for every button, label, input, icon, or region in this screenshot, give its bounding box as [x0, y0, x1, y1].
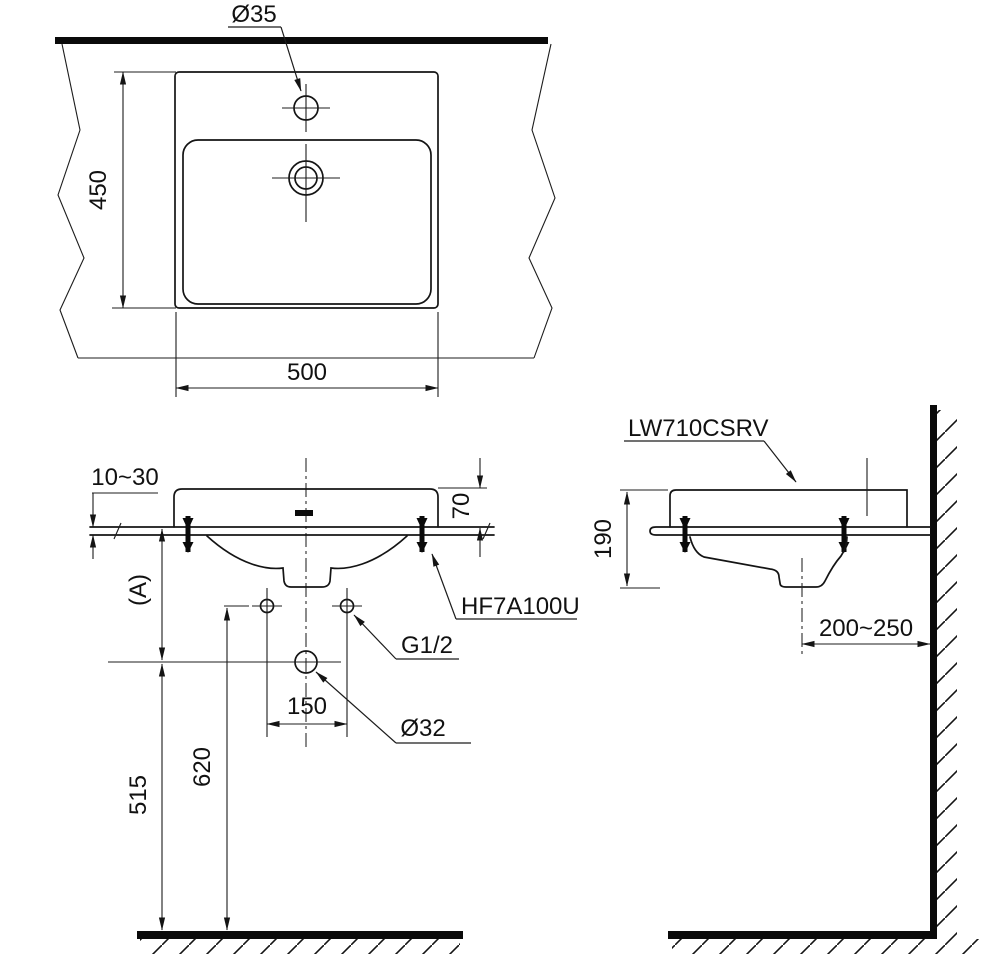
top-view: Ø35 450 500 [55, 1, 556, 397]
dim-counter-thickness: 10~30 [89, 464, 159, 559]
plan-wall-edge [55, 37, 548, 44]
faucet-hole-section-mark [295, 510, 313, 516]
dim-drain-height: 515 [125, 663, 166, 931]
dim-supply-height: 620 [189, 605, 249, 931]
callout-fixing-bracket: HF7A100U [431, 553, 580, 620]
bowl-side-profile [689, 536, 848, 588]
wall-to-drain-label: 200~250 [819, 615, 913, 642]
counter-thickness-label: 10~30 [91, 464, 158, 491]
dim-hole-spacing: 150 [266, 693, 348, 728]
callout-faucet-diameter: Ø35 [228, 1, 302, 92]
fixing-bracket-label: HF7A100U [461, 593, 580, 620]
supply-connection-label: G1/2 [401, 632, 453, 659]
dim-basin-width: 500 [175, 312, 439, 397]
callout-leader [280, 26, 302, 92]
basin-height-label: 190 [590, 519, 617, 559]
drain-diameter-label: Ø32 [400, 715, 445, 742]
dim-wall-to-drain: 200~250 [801, 615, 931, 648]
bowl-front-profile [206, 535, 408, 588]
drain-height-label: 515 [125, 775, 152, 815]
counter-break-line-right [528, 43, 556, 359]
overflow-drain-hole [272, 144, 340, 222]
rim-height-label: 70 [448, 493, 475, 520]
dim-counter-to-drain: (A) [125, 528, 166, 661]
counter-break-tick-right [482, 522, 491, 540]
callout-drain-diameter: Ø32 [315, 671, 471, 744]
basin-inner-bowl [182, 139, 432, 305]
dim-basin-depth: 450 [85, 71, 176, 309]
floor-hatch [672, 939, 982, 954]
counter-break-tick-left [113, 522, 122, 540]
floor-front [137, 931, 463, 954]
basin-width-label: 500 [287, 359, 327, 386]
callout-leader [431, 553, 457, 620]
wall-line [930, 405, 937, 939]
faucet-diameter-label: Ø35 [231, 1, 276, 28]
hole-spacing-label: 150 [287, 693, 327, 720]
basin-side-profile [669, 489, 908, 528]
front-view: 10~30 70 (A) 515 620 [89, 458, 580, 954]
counter-break-line-left [57, 43, 85, 359]
floor-line [137, 931, 463, 939]
basin-depth-label: 450 [85, 170, 112, 210]
dim-a-label: (A) [125, 574, 152, 606]
faucet-hole [282, 84, 330, 132]
callout-leader [315, 671, 397, 744]
floor-hatch [140, 939, 460, 954]
counter-side [649, 526, 931, 536]
callout-supply-connection: G1/2 [353, 614, 459, 660]
supply-hole-right [332, 588, 362, 737]
floor-side [668, 931, 982, 954]
dim-basin-height: 190 [590, 489, 668, 589]
counter-front [89, 522, 495, 540]
basin-outer-rim [174, 71, 439, 309]
wall-hatch [937, 410, 957, 939]
callout-model-code: LW710CSRV [624, 415, 797, 483]
supply-height-label: 620 [189, 747, 216, 787]
wall-side [930, 405, 957, 939]
dim-rim-above-counter: 70 [438, 458, 487, 557]
floor-line [668, 931, 937, 939]
basin-front-profile [173, 488, 439, 528]
model-code-label: LW710CSRV [628, 415, 769, 442]
callout-leader [353, 614, 397, 660]
callout-leader [763, 440, 797, 483]
side-view: LW710CSRV 190 200~250 [590, 405, 982, 954]
